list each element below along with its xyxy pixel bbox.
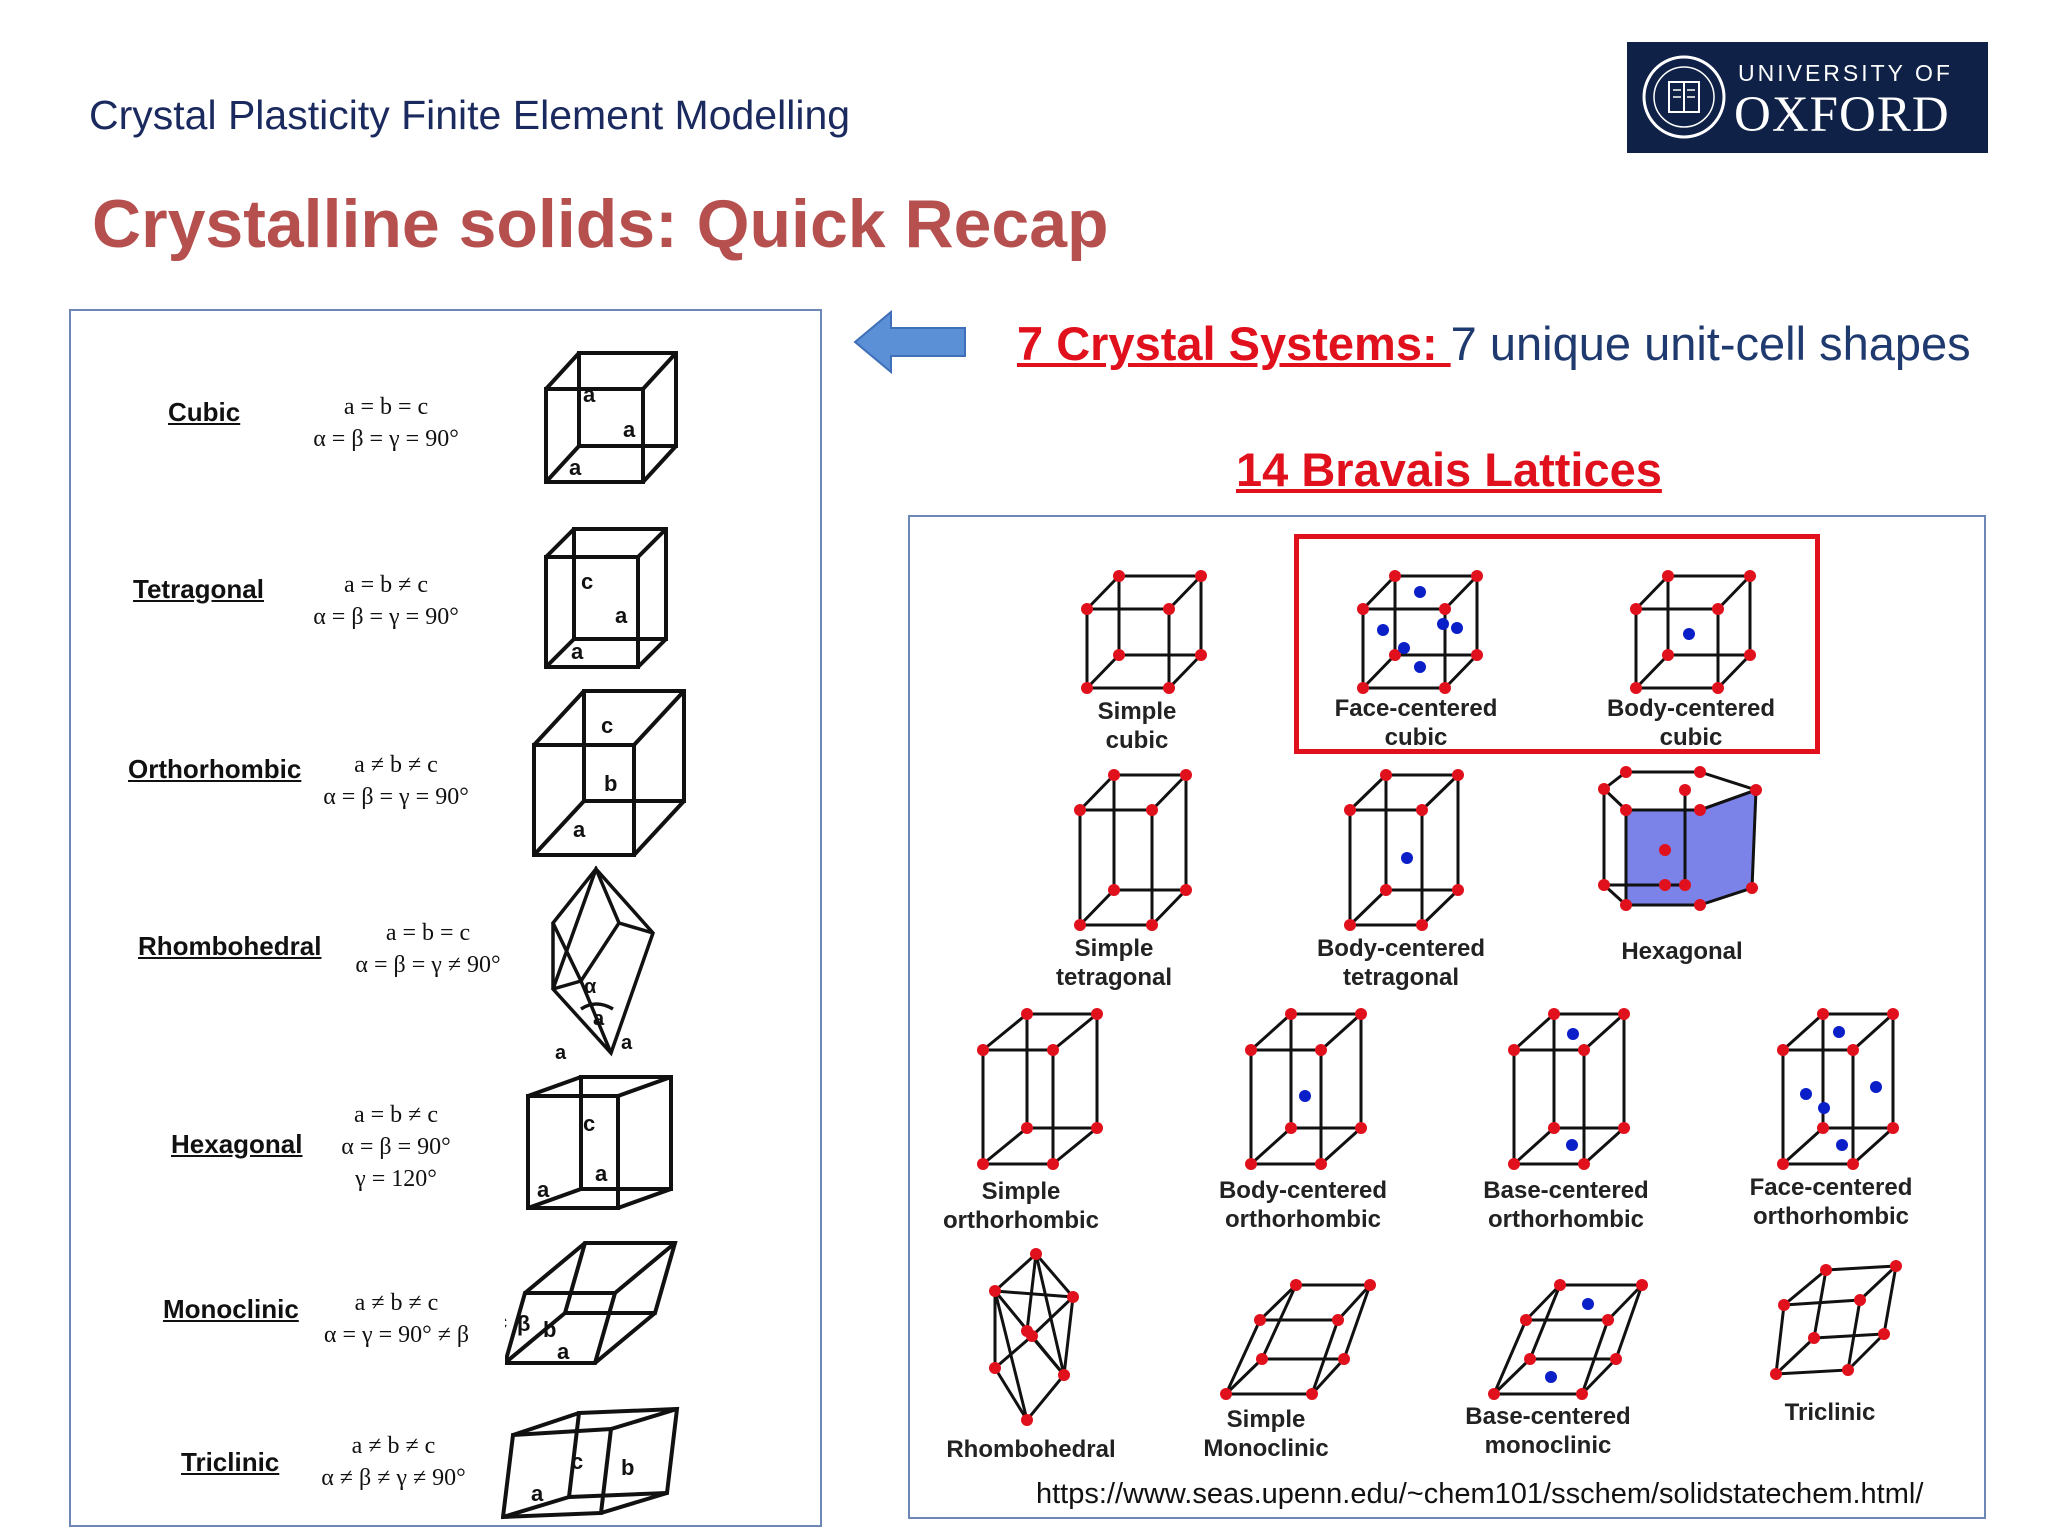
svg-text:b: b (543, 1317, 556, 1342)
cubic-cell-icon: a a a (544, 351, 678, 484)
simple-cubic-drawing (1085, 574, 1203, 690)
body-centered-tetragonal-drawing (1348, 773, 1460, 927)
system-name-hexagonal: Hexagonal (171, 1129, 303, 1159)
system-params-tetragonal: a = b ≠ c α = β = γ = 90° (313, 572, 459, 630)
system-params-cubic: a = b = c α = β = γ = 90° (313, 394, 459, 452)
svg-text:a: a (583, 382, 596, 407)
system-params-monoclinic: a ≠ b ≠ c α = γ = 90° ≠ β (323, 1290, 470, 1348)
svg-text:a: a (537, 1177, 550, 1202)
face-centered-orthorhombic-drawing (1781, 1012, 1895, 1166)
cubic-highlight-box (1294, 534, 1820, 754)
svg-text:c: c (583, 1111, 595, 1136)
system-params-orthorhombic: a ≠ b ≠ c α = β = γ = 90° (323, 752, 469, 810)
svg-text:α: α (584, 976, 597, 998)
svg-text:a: a (615, 603, 628, 628)
left-arrow-icon (853, 310, 966, 374)
rhombohedral-cell-icon: α a a a (550, 865, 655, 1063)
body-centered-orthorhombic-drawing (1249, 1012, 1363, 1166)
triclinic-drawing (1774, 1264, 1898, 1376)
svg-text:a: a (557, 1339, 570, 1364)
centered-atoms (1299, 586, 1882, 1383)
system-name-rhombohedral: Rhombohedral (138, 931, 322, 961)
logo-line2: OXFORD (1734, 87, 1950, 143)
simple-tetragonal-drawing (1078, 773, 1188, 927)
crest-icon (1642, 55, 1726, 139)
svg-text:c: c (505, 1309, 507, 1334)
simple-monoclinic-drawing (1223, 1283, 1373, 1396)
system-name-tetragonal: Tetragonal (133, 574, 264, 604)
slide-title: Crystalline solids: Quick Recap (92, 186, 1109, 262)
svg-text:a: a (555, 1042, 567, 1063)
svg-text:a: a (621, 1032, 633, 1054)
triclinic-cell-icon: c b a (501, 1406, 680, 1520)
corner-atoms (977, 570, 1902, 1426)
svg-text:a: a (595, 1161, 608, 1186)
monoclinic-cell-icon: c β b a (505, 1241, 678, 1365)
bravais-heading: 14 Bravais Lattices (1236, 443, 1662, 496)
source-url: https://www.seas.upenn.edu/~chem101/ssch… (1036, 1478, 1924, 1510)
system-params-rhombohedral: a = b = c α = β = γ ≠ 90° (355, 920, 501, 978)
svg-text:c: c (571, 1449, 583, 1474)
system-params-hexagonal: a = b ≠ c α = β = 90° γ = 120° (341, 1102, 451, 1192)
svg-text:a: a (623, 417, 636, 442)
base-centered-monoclinic-drawing (1491, 1283, 1645, 1396)
tetragonal-cell-icon: c a a (544, 527, 668, 669)
svg-text:c: c (601, 713, 613, 738)
crystal-systems-panel: Cubic a = b = c α = β = γ = 90° a a a Te… (69, 309, 822, 1527)
base-centered-orthorhombic-drawing (1512, 1012, 1626, 1166)
logo-line1: UNIVERSITY OF (1738, 60, 1953, 86)
crystal-systems-heading: 7 Crystal Systems: 7 unique unit-cell sh… (1017, 316, 1971, 371)
university-logo: UNIVERSITY OF OXFORD (1627, 42, 1988, 153)
svg-text:a: a (531, 1481, 544, 1506)
svg-text:a: a (571, 639, 584, 664)
svg-text:a: a (573, 817, 586, 842)
system-name-orthorhombic: Orthorhombic (128, 754, 302, 784)
svg-text:a: a (593, 1008, 605, 1030)
simple-orthorhombic-drawing (981, 1012, 1099, 1166)
bravais-panel (908, 515, 1986, 1519)
header-title: Crystal Plasticity Finite Element Modell… (89, 92, 851, 138)
lattice-label-hexagonal: Hexagonal (1621, 938, 1743, 965)
system-name-cubic: Cubic (168, 397, 241, 427)
crystal-systems-heading-red: 7 Crystal Systems: (1017, 317, 1451, 370)
svg-text:c: c (581, 569, 593, 594)
face-centered-cubic-drawing (1361, 574, 1479, 690)
svg-text:β: β (517, 1311, 530, 1336)
svg-text:b: b (621, 1455, 634, 1480)
svg-text:b: b (604, 771, 617, 796)
system-params-triclinic: a ≠ b ≠ c α ≠ β ≠ γ ≠ 90° (321, 1433, 466, 1491)
system-name-monoclinic: Monoclinic (163, 1294, 299, 1324)
hexagonal-cell-icon: c a a (526, 1075, 673, 1210)
system-name-triclinic: Triclinic (181, 1447, 280, 1477)
orthorhombic-cell-icon: c b a (532, 689, 686, 857)
body-centered-cubic-drawing (1634, 574, 1752, 690)
lattice-label-triclinic: Triclinic (1784, 1399, 1876, 1426)
lattice-label-rhombohedral: Rhombohedral (946, 1436, 1116, 1463)
crystal-systems-heading-rest: 7 unique unit-cell shapes (1450, 317, 1971, 370)
svg-text:a: a (569, 455, 582, 480)
